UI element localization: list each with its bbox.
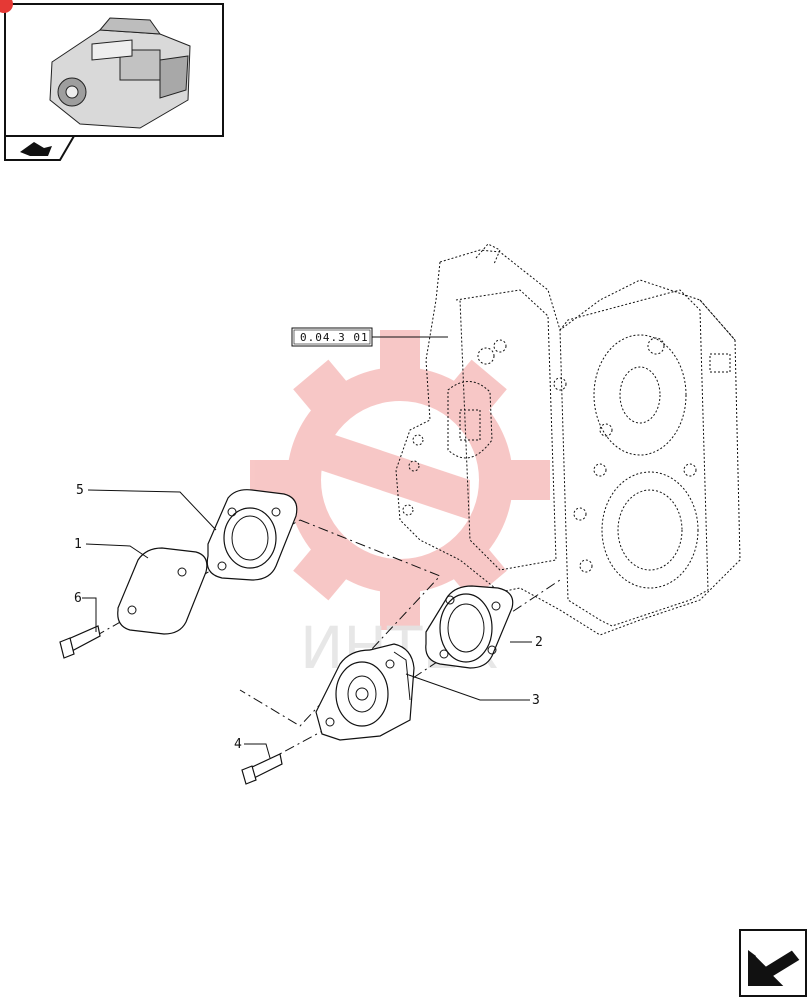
callout-5[interactable]: 5 <box>76 483 84 498</box>
callout-1[interactable]: 1 <box>74 537 82 552</box>
cover-plate-part-1 <box>117 547 208 635</box>
callout-6[interactable]: 6 <box>74 591 82 606</box>
callout-leaders <box>82 489 532 759</box>
pump-body-part-3 <box>315 643 415 741</box>
gasket-part-2 <box>425 585 514 669</box>
reference-code-label[interactable]: 0.04.3 01 <box>291 327 448 347</box>
gear-housing <box>395 243 741 636</box>
engine-thumbnail-icon[interactable] <box>0 0 224 137</box>
callout-2[interactable]: 2 <box>535 635 543 650</box>
gasket-plate-part-5 <box>206 489 298 581</box>
arrow-left-down-icon[interactable] <box>739 929 807 997</box>
callout-4[interactable]: 4 <box>234 737 242 752</box>
callout-3[interactable]: 3 <box>532 693 540 708</box>
book-pointer-icon[interactable] <box>4 135 76 161</box>
bolt-part-6 <box>59 625 101 659</box>
svg-text:0.04.3 01: 0.04.3 01 <box>300 331 369 344</box>
bolt-part-4 <box>241 753 283 785</box>
